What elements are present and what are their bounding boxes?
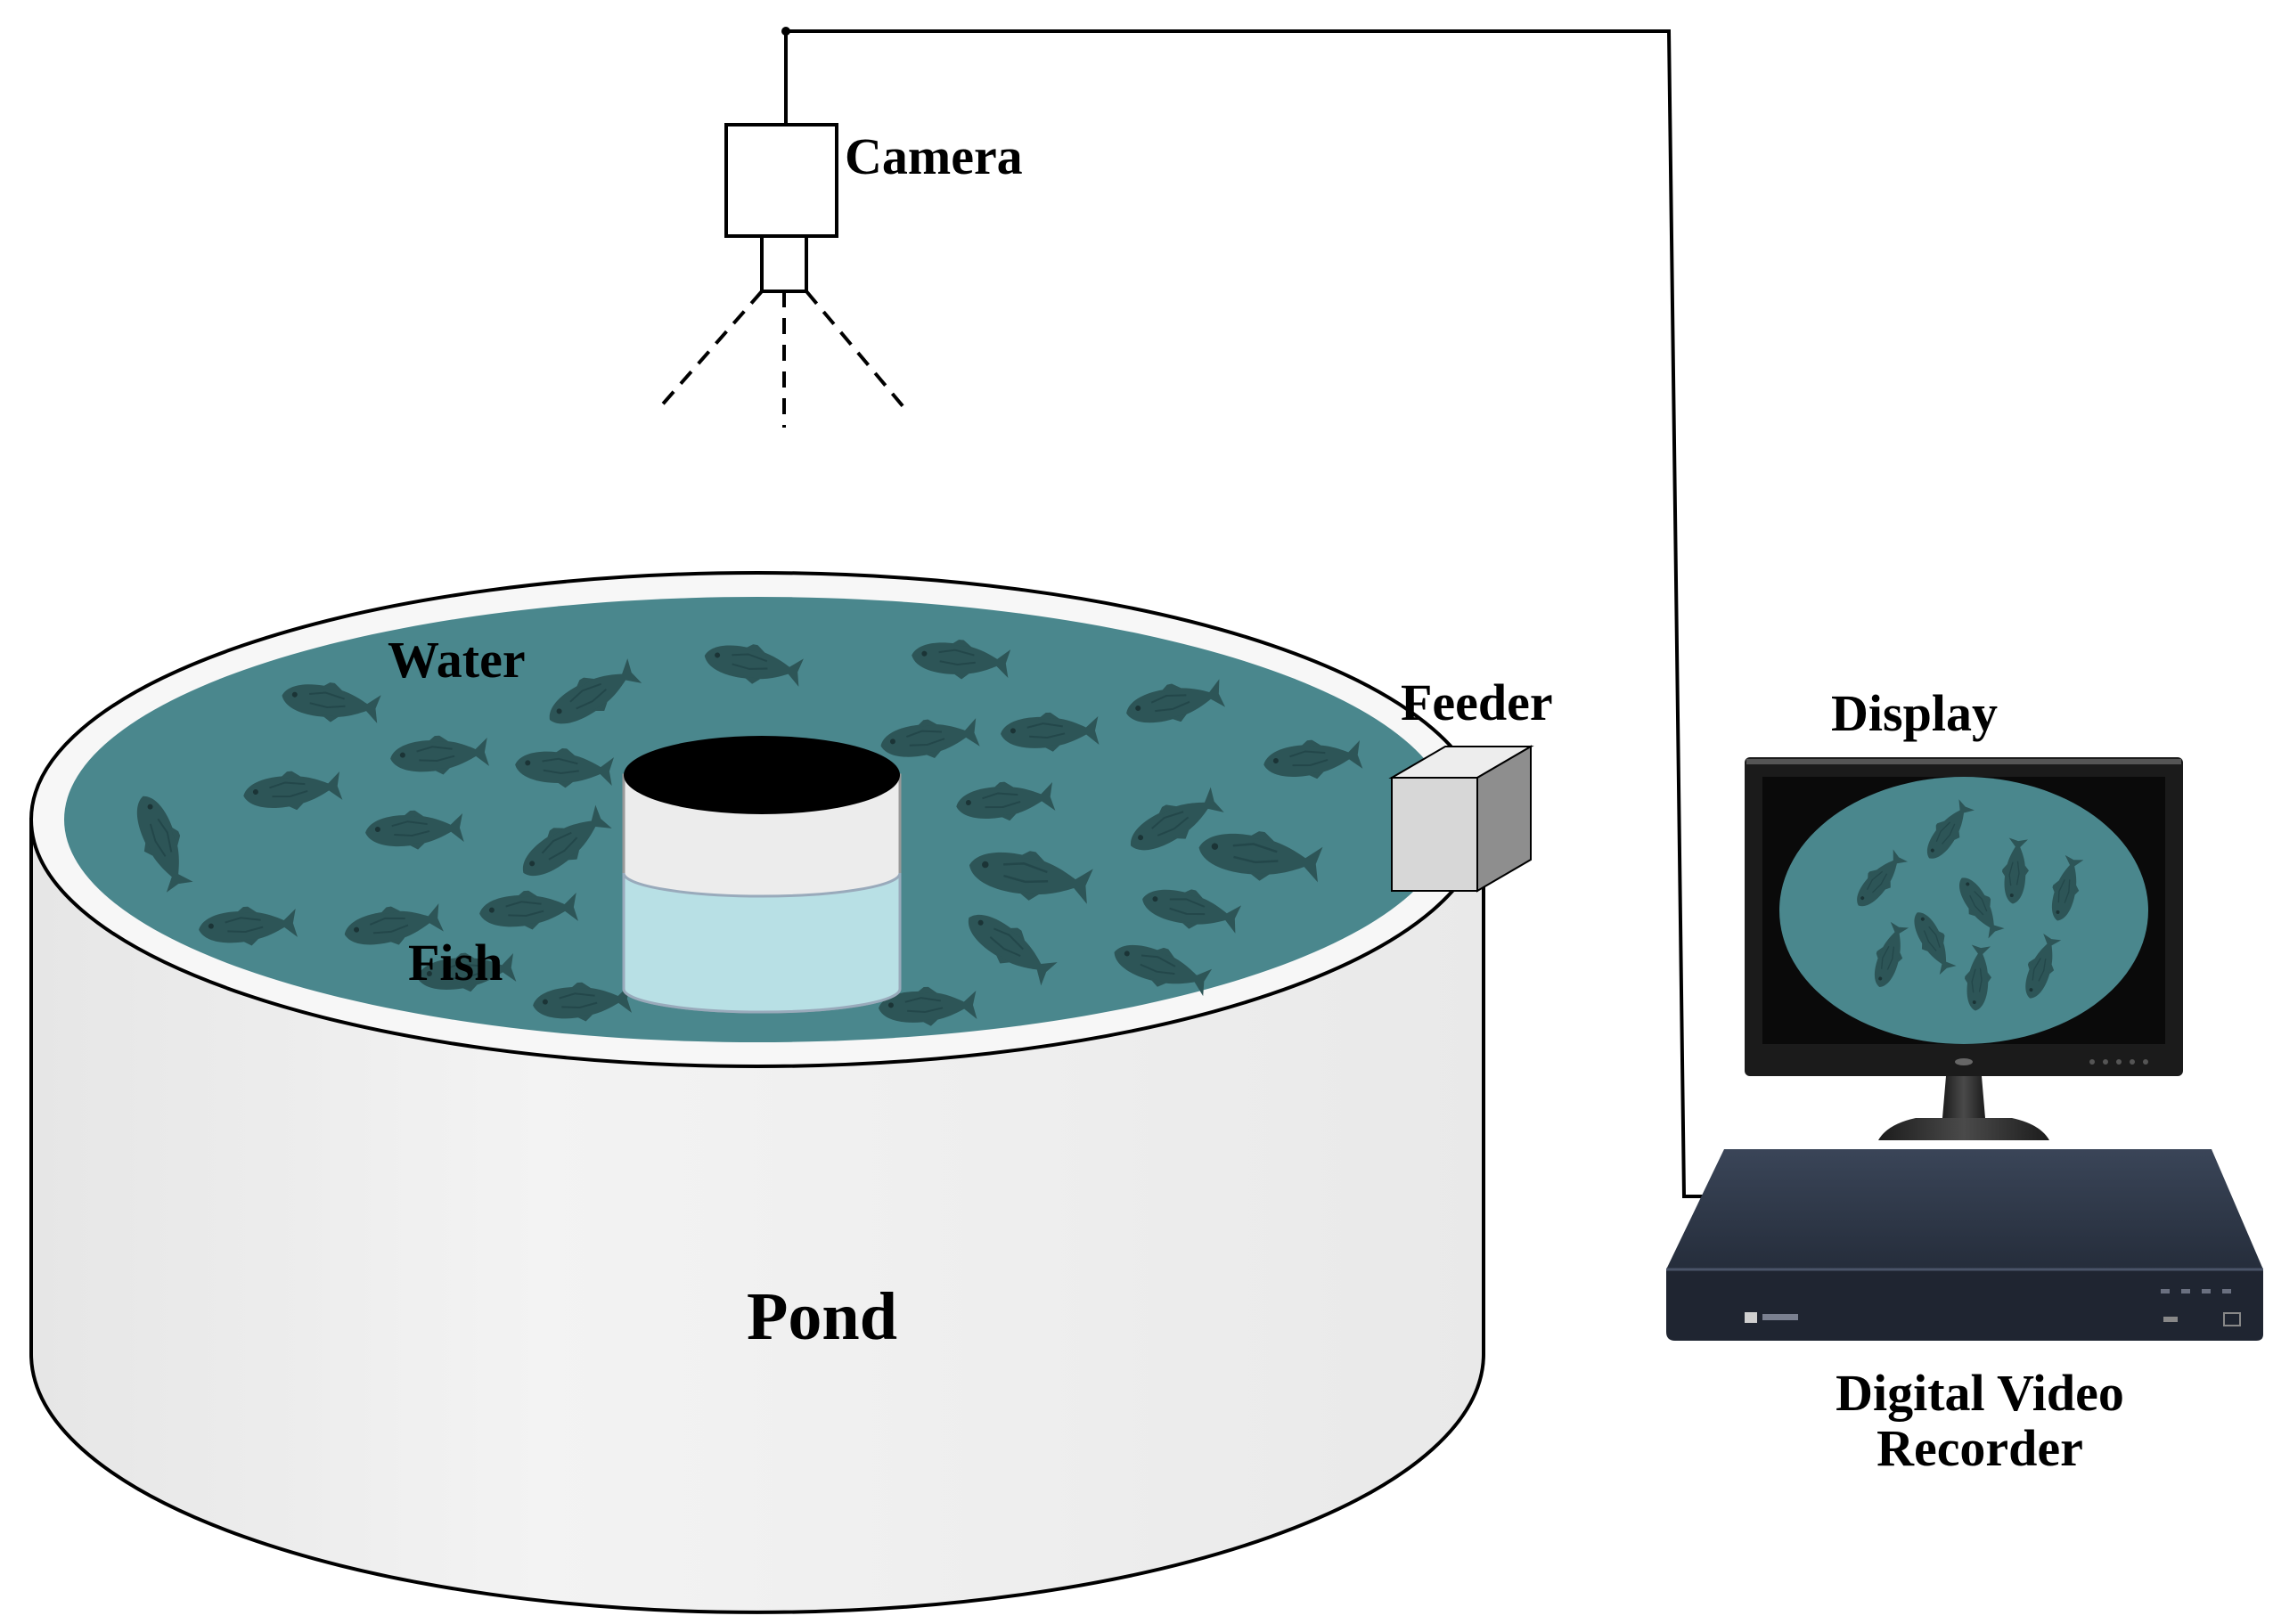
- monitor-stand-base: [1878, 1118, 2049, 1140]
- dvr-power-button: [2223, 1312, 2241, 1326]
- dvr-recorder-icon: [1666, 1149, 2263, 1341]
- water-label: Water: [388, 631, 526, 689]
- dvr-top: [1666, 1149, 2263, 1269]
- monitor-stand-neck: [1942, 1076, 1985, 1118]
- feeder-label: Feeder: [1401, 673, 1553, 731]
- dvr-front: [1666, 1269, 2263, 1341]
- feeder-box-icon: [1388, 745, 1534, 893]
- screen-pond-view: [1779, 777, 2148, 1044]
- pond-label: Pond: [747, 1279, 897, 1354]
- feeder-front: [1391, 777, 1478, 892]
- camera-icon: [658, 123, 906, 428]
- dvr-label-line1: Digital Video: [1836, 1364, 2124, 1422]
- fish-label: Fish: [408, 934, 503, 992]
- monitor-logo: [1955, 1058, 1973, 1065]
- dvr-brand-text: [1762, 1314, 1798, 1320]
- camera-label: Camera: [845, 127, 1023, 185]
- cable-node: [781, 27, 790, 36]
- center-cylinder: [622, 736, 902, 1014]
- connection-cable: [784, 29, 1724, 1198]
- dvr-usb-port: [2163, 1317, 2178, 1322]
- dvr-label-line2: Recorder: [1876, 1419, 2083, 1477]
- dvr-brand-mark: [1745, 1312, 1757, 1323]
- monitor-buttons: [2089, 1059, 2148, 1065]
- cylinder-top: [624, 736, 900, 814]
- monitor-icon: [1745, 757, 2183, 1140]
- camera-view-line-left: [658, 290, 764, 410]
- monitor-bezel-highlight: [1746, 759, 2181, 764]
- dvr-indicators: [2161, 1289, 2231, 1293]
- camera-lens: [760, 234, 808, 293]
- pond: [29, 571, 1485, 1614]
- camera-body: [724, 123, 838, 238]
- cylinder-water: [622, 872, 902, 1014]
- camera-view-line-right: [805, 290, 906, 410]
- display-label: Display: [1831, 684, 1998, 742]
